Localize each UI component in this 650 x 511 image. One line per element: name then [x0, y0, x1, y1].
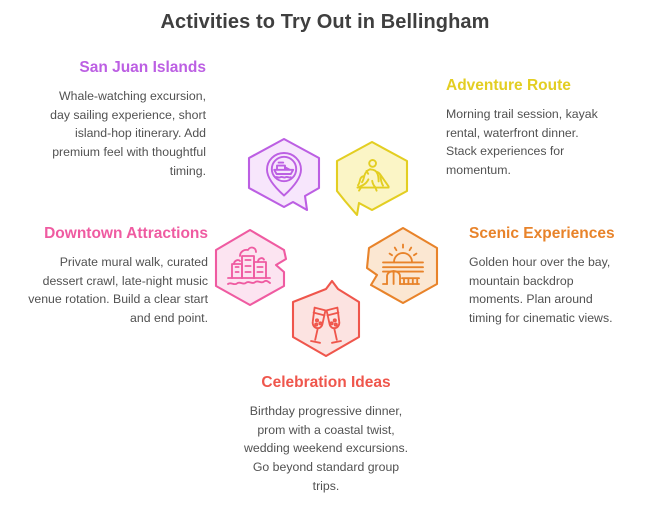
- section-body-downtown-attractions: Private mural walk, curated dessert craw…: [28, 254, 208, 325]
- champagne-toast-icon: [310, 306, 342, 344]
- hiker-icon: [356, 159, 390, 192]
- section-body-celebration-ideas: Birthday progressive dinner, prom with a…: [243, 403, 409, 493]
- section-downtown-attractions: Downtown Attractions Private mural walk,…: [28, 224, 208, 328]
- section-adventure-route: Adventure Route Morning trail session, k…: [446, 76, 606, 180]
- section-celebration-ideas: Celebration Ideas Birthday progressive d…: [240, 373, 412, 495]
- section-heading-downtown-attractions: Downtown Attractions: [44, 225, 208, 242]
- badge-san-juan-islands[interactable]: [243, 136, 325, 226]
- section-san-juan-islands: San Juan Islands Whale-watching excursio…: [38, 58, 206, 180]
- section-body-scenic-experiences: Golden hour over the bay, mountain backd…: [469, 254, 613, 325]
- badge-celebration-ideas[interactable]: [281, 279, 371, 371]
- section-body-san-juan-islands: Whale-watching excursion, day sailing ex…: [50, 88, 206, 178]
- page-title: Activities to Try Out in Bellingham: [160, 11, 490, 33]
- badge-downtown-attractions[interactable]: [206, 226, 296, 318]
- section-heading-adventure-route: Adventure Route: [446, 77, 571, 94]
- badge-scenic-experiences[interactable]: [357, 223, 449, 317]
- section-heading-celebration-ideas: Celebration Ideas: [261, 374, 391, 391]
- boat-map-pin-icon: [266, 152, 302, 197]
- section-scenic-experiences: Scenic Experiences Golden hour over the …: [469, 224, 624, 328]
- sunset-landscape-icon: [382, 243, 424, 285]
- waterfront-buildings-icon: [227, 246, 271, 286]
- section-heading-scenic-experiences: Scenic Experiences: [469, 225, 615, 242]
- section-heading-san-juan-islands: San Juan Islands: [79, 59, 206, 76]
- badge-adventure-route[interactable]: [331, 139, 413, 229]
- section-body-adventure-route: Morning trail session, kayak rental, wat…: [446, 106, 598, 177]
